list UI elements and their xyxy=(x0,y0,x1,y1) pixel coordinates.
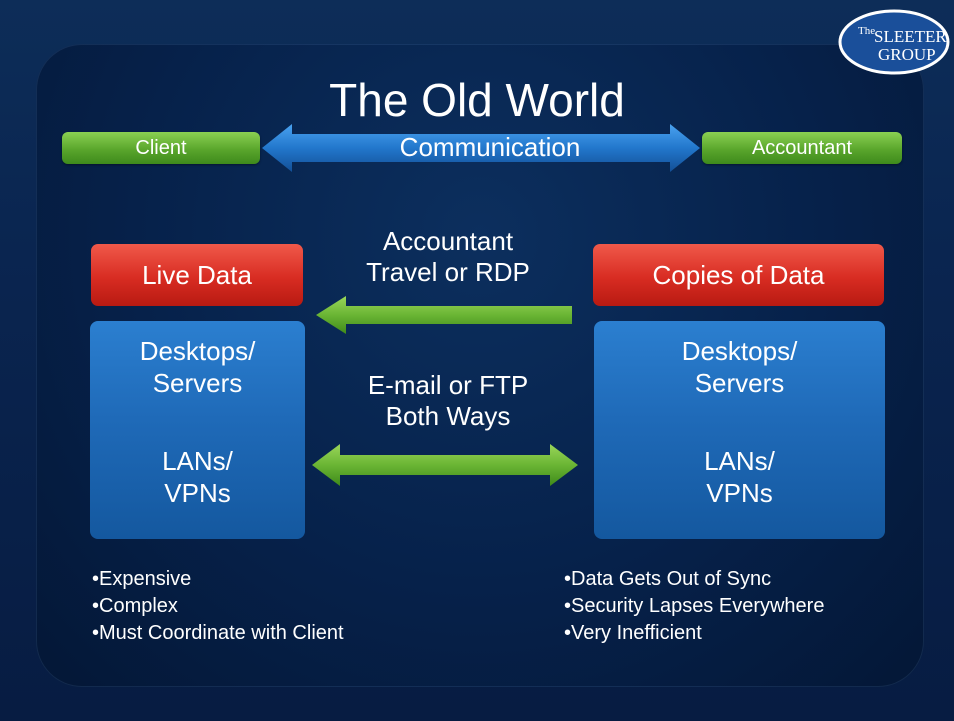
travel-rdp-label: Accountant Travel or RDP xyxy=(328,226,568,288)
email-ftp-label: E-mail or FTP Both Ways xyxy=(328,370,568,432)
left-bullets: Expensive Complex Must Coordinate with C… xyxy=(92,566,492,647)
right-line-servers: Servers xyxy=(694,368,785,398)
travel-rdp-line2: Travel or RDP xyxy=(366,257,530,287)
right-line-desktops: Desktops/ xyxy=(681,336,798,366)
communication-label: Communication xyxy=(399,132,581,162)
travel-rdp-line1: Accountant xyxy=(382,226,514,256)
right-bullets: Data Gets Out of Sync Security Lapses Ev… xyxy=(564,566,944,647)
copies-of-data-box: Desktops/ Servers LANs/ VPNs xyxy=(594,321,885,539)
left-line-desktops: Desktops/ xyxy=(139,336,256,366)
bullet-item: Must Coordinate with Client xyxy=(92,620,492,647)
travel-rdp-arrow xyxy=(316,296,572,334)
left-line-lans: LANs/ xyxy=(162,446,233,476)
bullet-item: Expensive xyxy=(92,566,492,593)
left-line-vpns: VPNs xyxy=(164,478,231,508)
communication-arrow xyxy=(262,124,700,172)
right-line-vpns: VPNs xyxy=(706,478,773,508)
client-pill: Client xyxy=(62,132,260,164)
copies-of-data-header: Copies of Data xyxy=(593,244,884,306)
live-data-box: Desktops/ Servers LANs/ VPNs xyxy=(90,321,305,539)
email-ftp-line2: Both Ways xyxy=(385,401,511,431)
live-data-header: Live Data xyxy=(91,244,303,306)
left-line-servers: Servers xyxy=(152,368,243,398)
slide-title: The Old World xyxy=(329,74,625,126)
accountant-pill: Accountant xyxy=(702,132,902,164)
sleeter-group-logo: The SLEETER GROUP xyxy=(838,9,950,75)
bullet-item: Security Lapses Everywhere xyxy=(564,593,944,620)
email-ftp-arrow xyxy=(312,444,578,486)
logo-the: The xyxy=(858,25,875,37)
logo-sleeter: SLEETER xyxy=(874,27,947,46)
bullet-item: Data Gets Out of Sync xyxy=(564,566,944,593)
bullet-item: Complex xyxy=(92,593,492,620)
logo-group: GROUP xyxy=(878,45,936,64)
right-line-lans: LANs/ xyxy=(704,446,775,476)
bullet-item: Very Inefficient xyxy=(564,620,944,647)
email-ftp-line1: E-mail or FTP xyxy=(367,370,529,400)
